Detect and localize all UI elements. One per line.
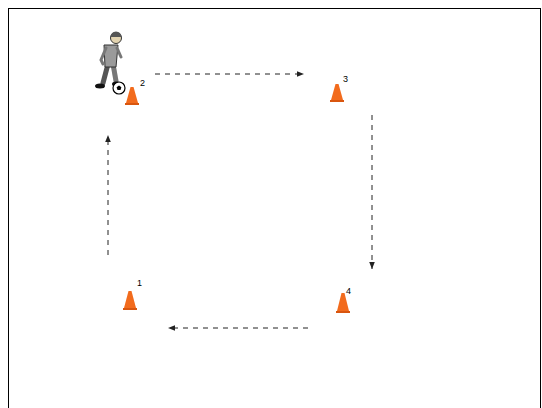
cone-number: 3 <box>343 74 348 84</box>
dashed-run-arrow <box>108 135 109 255</box>
player-hair <box>111 32 122 37</box>
cone-symbol <box>104 276 150 332</box>
ball-patch <box>117 86 122 91</box>
dashed-run-arrow <box>155 74 304 75</box>
cone-marker: 4 <box>330 284 376 330</box>
cone-marker: 2 <box>104 66 152 108</box>
player-arm <box>101 48 106 64</box>
cone-body <box>126 87 138 103</box>
cone-base <box>123 308 137 310</box>
cone-base <box>336 311 350 313</box>
cone-symbol <box>326 66 376 106</box>
cone-base <box>330 100 344 102</box>
field-frame <box>9 9 541 408</box>
cone-base <box>125 103 139 105</box>
player-head <box>111 33 122 44</box>
cone-number: 1 <box>137 278 142 288</box>
player-shoe <box>95 84 105 89</box>
player-arm <box>117 48 121 57</box>
cone-number: 4 <box>346 286 351 296</box>
soccer-ball <box>113 82 125 94</box>
dashed-run-arrow <box>372 115 373 269</box>
cone-marker: 3 <box>326 66 376 106</box>
player-figure <box>95 32 125 95</box>
cone-body <box>331 84 343 100</box>
cone-symbol <box>330 284 376 330</box>
cone-number: 2 <box>140 78 145 88</box>
dashed-run-arrow <box>168 328 308 329</box>
cone-marker: 1 <box>104 276 150 332</box>
cone-body <box>124 291 136 308</box>
